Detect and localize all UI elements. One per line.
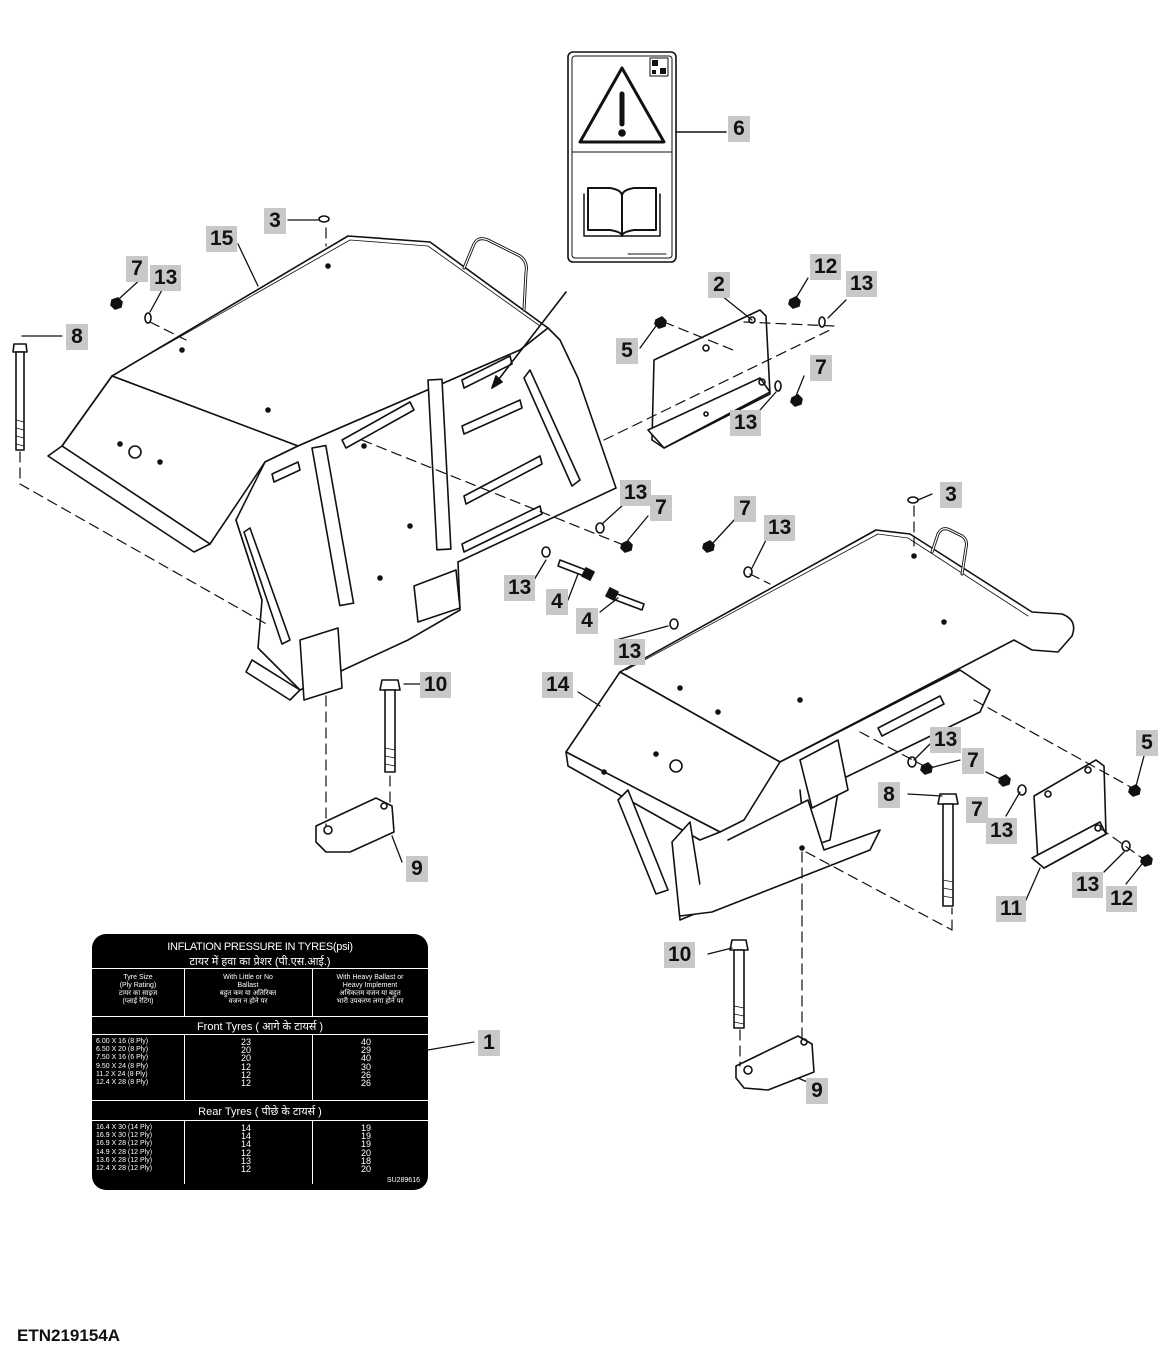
- callout-5: 5: [616, 338, 638, 364]
- callout-4: 4: [576, 608, 598, 634]
- callout-13: 13: [1072, 872, 1104, 898]
- callout-13: 13: [150, 265, 182, 291]
- callout-10: 10: [664, 942, 696, 968]
- callout-9: 9: [406, 856, 428, 882]
- decal-title: INFLATION PRESSURE IN TYRES(psi): [167, 941, 353, 953]
- tyre-pressure-decal: INFLATION PRESSURE IN TYRES(psi) टायर मे…: [92, 934, 428, 1190]
- callout-3: 3: [264, 208, 286, 234]
- front-low-values: 23 20 20 12 12 12: [240, 1037, 251, 1089]
- front-heavy-values: 40 29 40 30 26 26: [360, 1037, 371, 1089]
- left-fender-assembly: [47, 235, 617, 701]
- col-heavy-ballast-header: With Heavy Ballast or Heavy Implement अध…: [336, 974, 404, 1005]
- callout-6: 6: [728, 116, 750, 142]
- right-bracket: [1031, 759, 1107, 869]
- callout-13: 13: [614, 639, 646, 665]
- callout-13: 13: [764, 515, 796, 541]
- leader-lines: [21, 219, 1145, 1085]
- manual-book-icon: [583, 187, 661, 237]
- callout-13: 13: [730, 410, 762, 436]
- callout-13: 13: [986, 818, 1018, 844]
- bolt-8-right: [937, 793, 959, 907]
- bolt-10-left: [379, 679, 401, 773]
- right-clamp: [735, 1035, 815, 1091]
- warning-decal: [491, 51, 727, 389]
- callout-2: 2: [708, 272, 730, 298]
- figure-id: ETN219154A: [17, 1326, 121, 1345]
- callout-12: 12: [1106, 886, 1138, 912]
- left-clamp: [315, 797, 395, 853]
- rear-low-values: 14 14 14 12 13 12: [240, 1123, 251, 1175]
- callout-13: 13: [620, 480, 652, 506]
- small-hardware: [110, 215, 1153, 867]
- decal-title-hindi: टायर में हवा का प्रेशर (पी.एस.आई.): [189, 956, 331, 968]
- left-bracket: [647, 309, 771, 449]
- callout-7: 7: [650, 495, 672, 521]
- callout-4: 4: [546, 589, 568, 615]
- callout-7: 7: [734, 496, 756, 522]
- callout-10: 10: [420, 672, 452, 698]
- callout-7: 7: [126, 256, 148, 282]
- callout-5: 5: [1136, 730, 1158, 756]
- rear-heavy-values: 19 19 19 20 18 20: [360, 1123, 371, 1175]
- callout-8: 8: [66, 324, 88, 350]
- right-fender-assembly: [565, 527, 1075, 921]
- bolt-4-upper: [557, 559, 595, 581]
- callout-13: 13: [846, 271, 878, 297]
- callout-15: 15: [206, 226, 238, 252]
- bolt-8-left: [12, 343, 28, 451]
- warning-triangle-icon: [578, 66, 666, 144]
- callout-14: 14: [542, 672, 574, 698]
- callout-11: 11: [996, 896, 1027, 922]
- callout-7: 7: [810, 355, 832, 381]
- col-tyre-size-header: Tyre Size (Ply Rating) टायर का साइज (प्ल…: [118, 974, 158, 1005]
- assembly-lines: [19, 227, 1143, 1067]
- bolt-10-right: [729, 939, 749, 1029]
- front-tyre-sizes: 6.00 X 16 (8 Ply) 6.50 X 20 (8 Ply) 7.50…: [96, 1038, 149, 1087]
- bolt-4-lower: [605, 587, 645, 611]
- rear-tyres-title: Rear Tyres ( पीछे के टायर्स ): [198, 1106, 322, 1118]
- decal-part-code: SU289616: [386, 1177, 420, 1184]
- callout-7: 7: [966, 797, 988, 823]
- callout-13: 13: [504, 575, 536, 601]
- callout-7: 7: [962, 748, 984, 774]
- front-tyres-title: Front Tyres ( आगे के टायर्स ): [196, 1021, 324, 1033]
- col-low-ballast-header: With Little or No Ballast बहुत कम या अति…: [219, 974, 277, 1005]
- rear-tyre-sizes: 16.4 X 30 (14 Ply) 16.9 X 30 (12 Ply) 16…: [96, 1124, 153, 1173]
- callout-13: 13: [930, 727, 962, 753]
- callout-8: 8: [878, 782, 900, 808]
- callout-9: 9: [806, 1078, 828, 1104]
- callout-12: 12: [810, 254, 842, 280]
- callout-3: 3: [940, 482, 962, 508]
- callout-1: 1: [478, 1030, 500, 1056]
